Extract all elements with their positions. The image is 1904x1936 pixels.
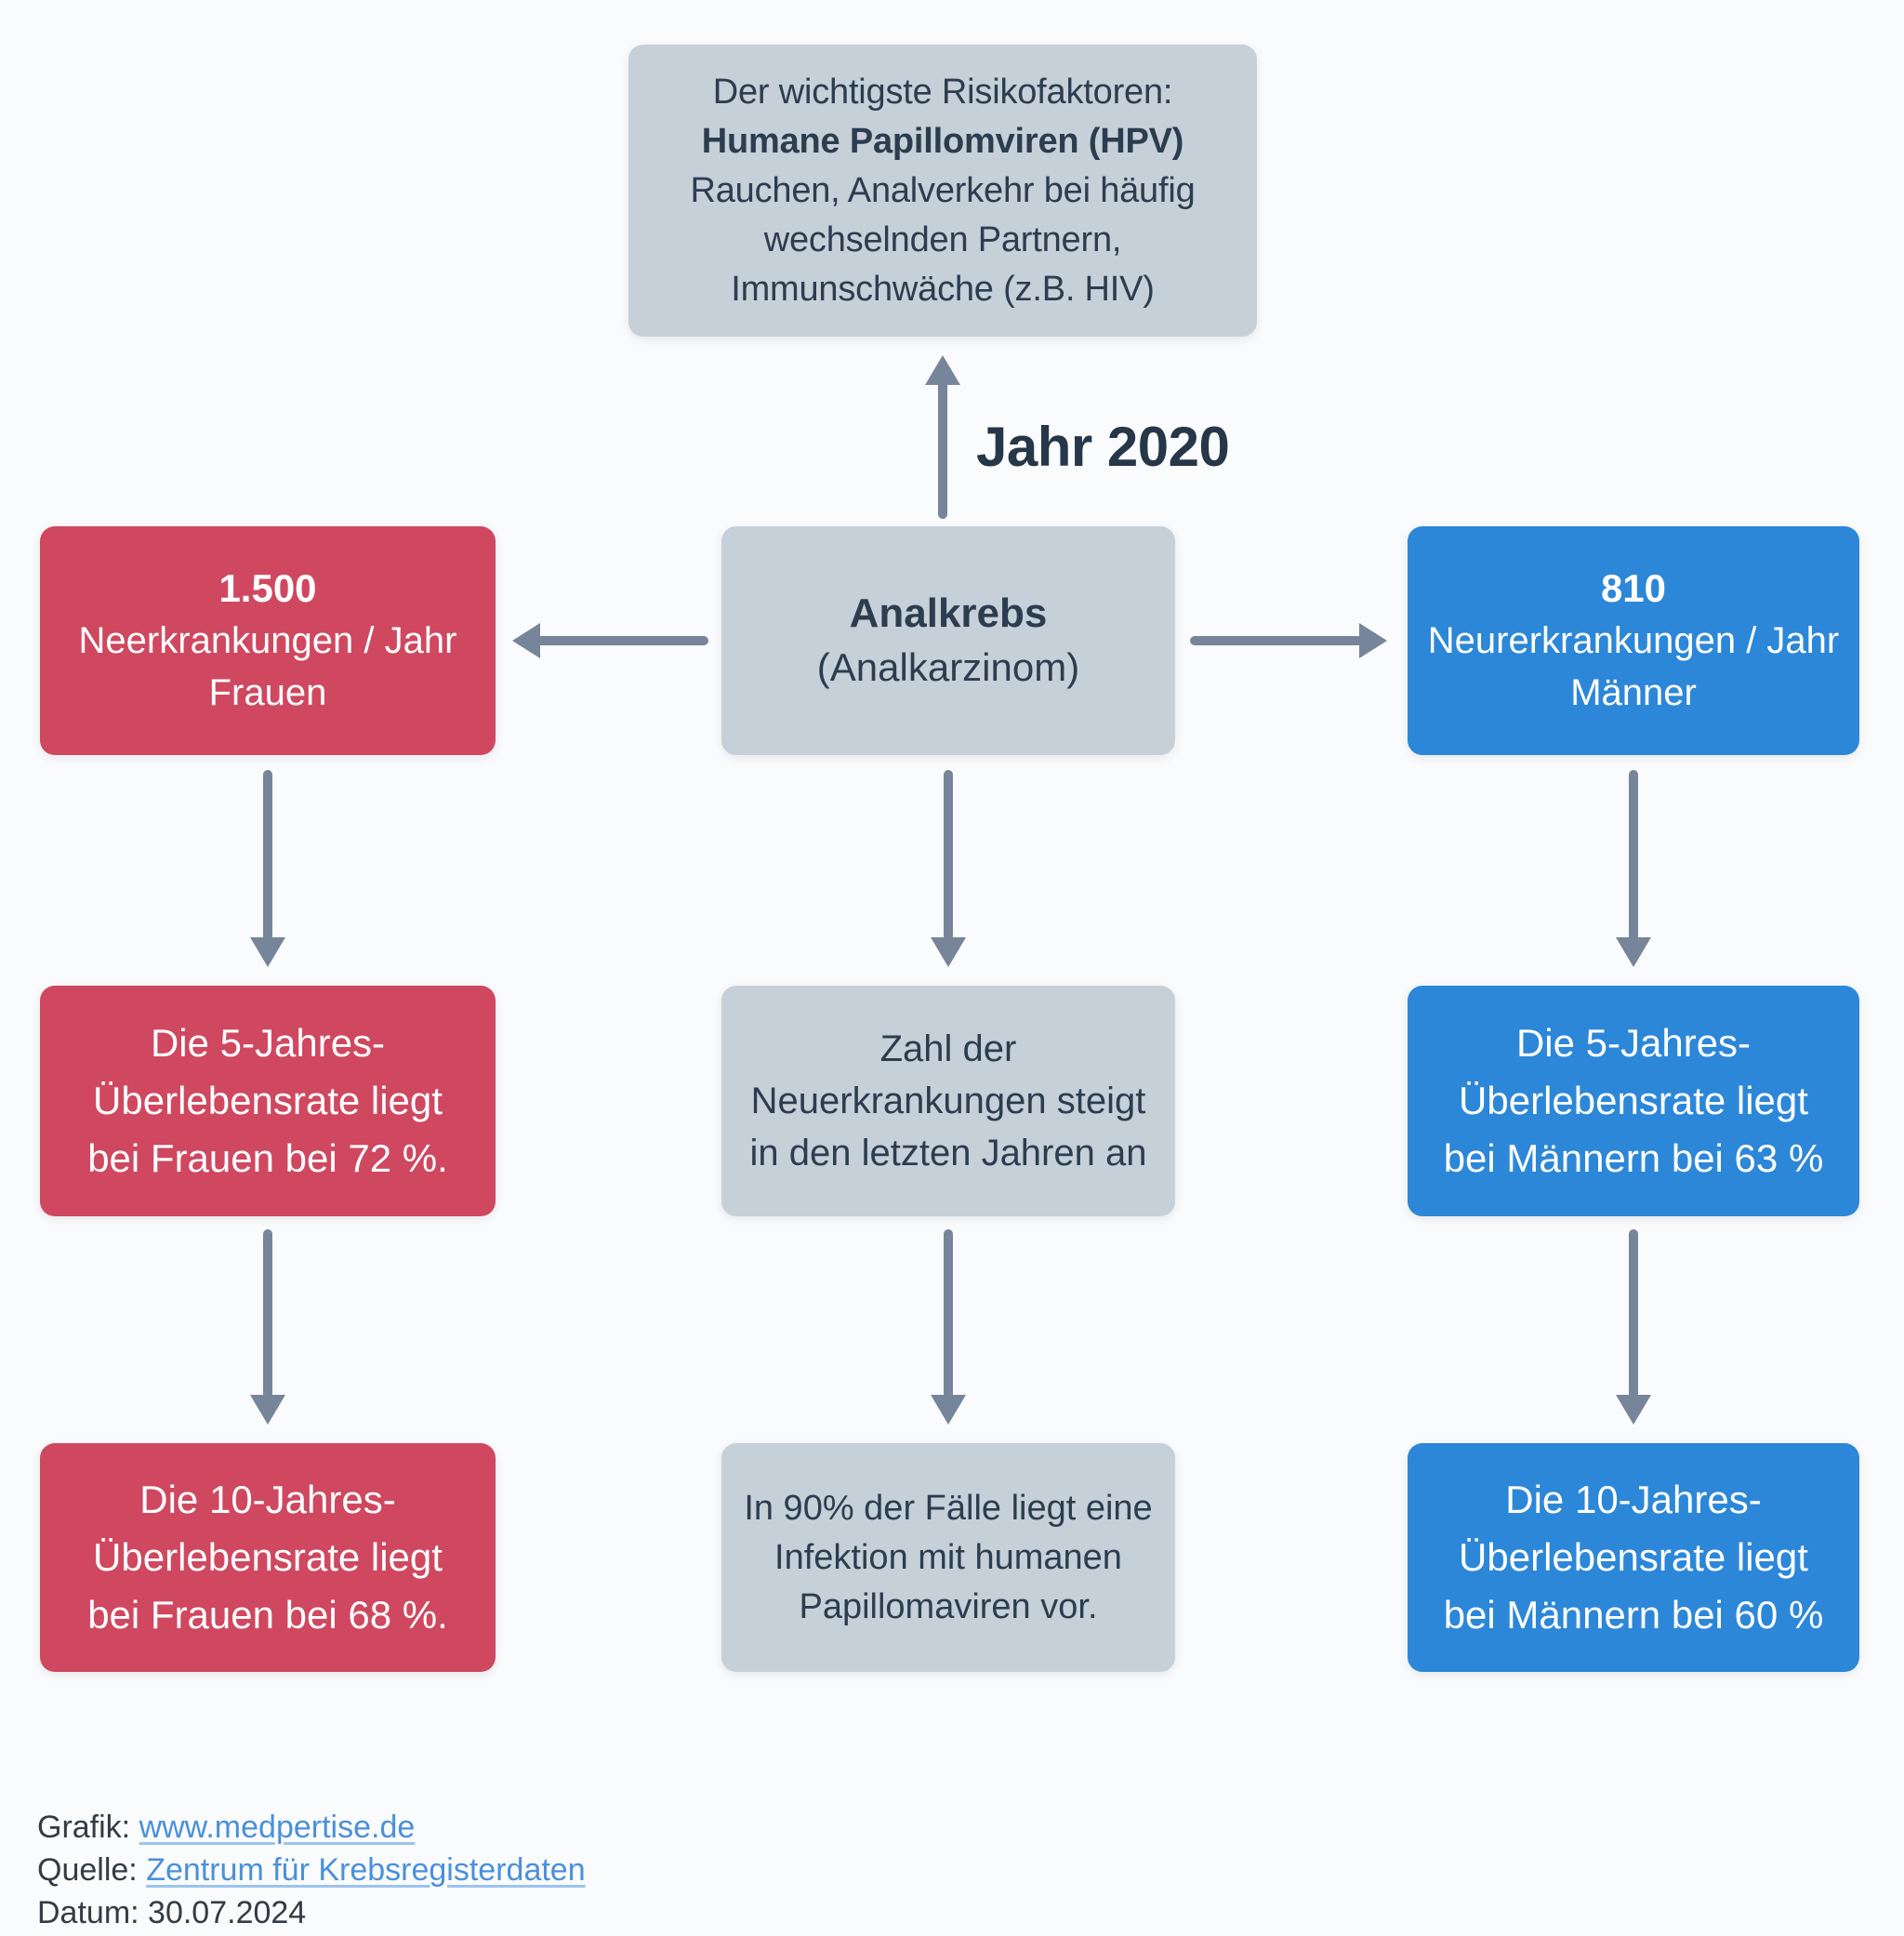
arrow-down-icon <box>931 937 966 967</box>
hpv-line: Infektion mit humanen <box>774 1537 1122 1577</box>
hpv-infection-box: In 90% der Fälle liegt eine Infektion mi… <box>721 1443 1175 1672</box>
trend-line: in den letzten Jahren an <box>749 1133 1147 1174</box>
trend-line: Zahl der <box>879 1028 1017 1069</box>
trend-line: Neuerkrankungen steigt <box>750 1081 1146 1121</box>
survival-line: Die 10-Jahres- <box>1505 1478 1762 1521</box>
survival-line: Die 5-Jahres- <box>1515 1021 1752 1065</box>
analkrebs-title: Analkrebs <box>849 590 1048 636</box>
men-incidence-line: Neurerkrankungen / Jahr <box>1427 620 1840 661</box>
hpv-line: Papillomaviren vor. <box>799 1586 1098 1626</box>
women-10yr-survival-box: Die 10-Jahres- Überlebensrate liegt bei … <box>40 1443 496 1672</box>
arrow-down-icon <box>1616 937 1651 967</box>
survival-line: bei Männern bei 60 % <box>1443 1593 1824 1637</box>
footer: Grafik: www.medpertise.de Quelle: Zentru… <box>37 1806 586 1934</box>
survival-line: Überlebensrate liegt <box>1459 1535 1808 1579</box>
datum-label: Datum: <box>37 1895 139 1930</box>
analkrebs-subtitle: (Analkarzinom) <box>816 645 1080 689</box>
arrow-up-shaft <box>938 378 947 519</box>
hpv-line: In 90% der Fälle liegt eine <box>744 1488 1153 1528</box>
risk-line: Rauchen, Analverkehr bei häufig <box>690 170 1196 210</box>
survival-line: bei Frauen bei 72 %. <box>87 1136 448 1180</box>
footer-grafik-row: Grafik: www.medpertise.de <box>37 1806 586 1849</box>
survival-line: Überlebensrate liegt <box>93 1079 443 1122</box>
men-10yr-survival-box: Die 10-Jahres- Überlebensrate liegt bei … <box>1408 1443 1859 1672</box>
footer-quelle-row: Quelle: Zentrum für Krebsregisterdaten <box>37 1849 586 1891</box>
arrow-down-icon <box>1616 1395 1651 1425</box>
arrow-left-shaft <box>536 636 708 645</box>
arrow-down-icon <box>250 937 285 967</box>
survival-line: Die 5-Jahres- <box>150 1021 386 1065</box>
arrow-right-shaft <box>1190 636 1363 645</box>
women-incidence-line: Neerkrankungen / Jahr <box>78 620 457 661</box>
women-5yr-survival-box: Die 5-Jahres- Überlebensrate liegt bei F… <box>40 986 496 1216</box>
risk-factors-box: Der wichtigste Risikofaktoren: Humane Pa… <box>628 45 1257 337</box>
men-5yr-survival-box: Die 5-Jahres- Überlebensrate liegt bei M… <box>1408 986 1859 1216</box>
men-incidence-box: 810 Neurerkrankungen / Jahr Männer <box>1408 526 1859 755</box>
year-label: Jahr 2020 <box>976 416 1230 478</box>
trend-box: Zahl der Neuerkrankungen steigt in den l… <box>721 986 1175 1216</box>
grafik-link[interactable]: www.medpertise.de <box>139 1810 416 1845</box>
arrow-down-icon <box>250 1395 285 1425</box>
arrow-down-shaft <box>1629 770 1638 941</box>
men-incidence-value: 810 <box>1600 566 1667 610</box>
women-incidence-line: Frauen <box>208 672 327 713</box>
survival-line: Überlebensrate liegt <box>93 1535 443 1579</box>
risk-line: wechselnden Partnern, <box>763 219 1122 259</box>
survival-line: Die 10-Jahres- <box>139 1478 396 1521</box>
quelle-link[interactable]: Zentrum für Krebsregisterdaten <box>146 1852 586 1888</box>
arrow-down-shaft <box>263 770 272 941</box>
datum-value: 30.07.2024 <box>148 1895 307 1930</box>
risk-line: Der wichtigste Risikofaktoren: <box>712 72 1173 112</box>
arrow-down-shaft <box>263 1229 272 1399</box>
quelle-label: Quelle: <box>37 1852 138 1888</box>
analkrebs-box: Analkrebs (Analkarzinom) <box>721 526 1175 755</box>
women-incidence-box: 1.500 Neerkrankungen / Jahr Frauen <box>40 526 496 755</box>
arrow-right-icon <box>1359 623 1387 658</box>
men-incidence-line: Männer <box>1570 672 1697 713</box>
risk-line: Immunschwäche (z.B. HIV) <box>731 269 1155 309</box>
arrow-down-shaft <box>944 1229 953 1399</box>
survival-line: bei Frauen bei 68 %. <box>87 1593 448 1637</box>
grafik-label: Grafik: <box>37 1810 131 1845</box>
risk-line-hpv: Humane Papillomviren (HPV) <box>701 121 1184 161</box>
survival-line: bei Männern bei 63 % <box>1443 1136 1824 1180</box>
arrow-down-icon <box>931 1395 966 1425</box>
arrow-down-shaft <box>1629 1229 1638 1399</box>
footer-datum-row: Datum: 30.07.2024 <box>37 1891 586 1934</box>
arrow-down-shaft <box>944 770 953 941</box>
survival-line: Überlebensrate liegt <box>1459 1079 1808 1122</box>
women-incidence-value: 1.500 <box>218 566 317 610</box>
